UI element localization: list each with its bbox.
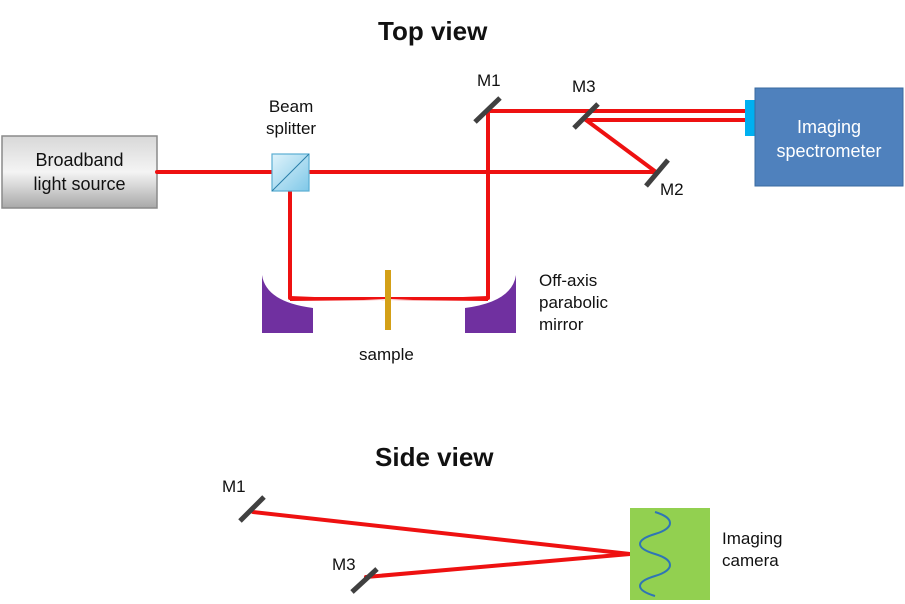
side-beams bbox=[251, 510, 632, 579]
mirror-m3-side bbox=[350, 567, 379, 594]
mirror-m2-top bbox=[644, 158, 670, 188]
parabolic-mirror-right bbox=[465, 275, 516, 333]
beam-m2-to-m3 bbox=[584, 118, 658, 174]
top-view-title: Top view bbox=[378, 16, 488, 46]
interference-fringes bbox=[639, 511, 671, 597]
sample-label: sample bbox=[359, 345, 414, 364]
mirror-m1-top bbox=[473, 96, 502, 124]
side-view-title: Side view bbox=[375, 442, 494, 472]
m3-side-label: M3 bbox=[332, 555, 356, 574]
mirror-m3-top bbox=[572, 102, 600, 130]
m3-top-label: M3 bbox=[572, 77, 596, 96]
spectrometer-label: Imaging spectrometer bbox=[776, 117, 882, 161]
m1-side-label: M1 bbox=[222, 477, 246, 496]
sample-plate bbox=[385, 270, 391, 330]
m2-top-label: M2 bbox=[660, 180, 684, 199]
camera-label: Imaging camera bbox=[722, 529, 783, 570]
beam-splitter-label: Beam splitter bbox=[266, 97, 317, 138]
parabolic-mirror-left bbox=[262, 275, 313, 333]
top-beams bbox=[155, 109, 747, 300]
m1-top-label: M1 bbox=[477, 71, 501, 90]
mirror-m1-side bbox=[238, 495, 266, 523]
focused-beam bbox=[290, 296, 488, 301]
light-source-label: Broadband light source bbox=[33, 150, 126, 194]
parabolic-mirror-label: Off-axis parabolic mirror bbox=[539, 271, 608, 334]
spectrometer-port bbox=[745, 100, 757, 136]
spectrometer-box bbox=[754, 87, 904, 187]
beam-splitter bbox=[271, 153, 310, 192]
light-source-box bbox=[1, 135, 158, 209]
